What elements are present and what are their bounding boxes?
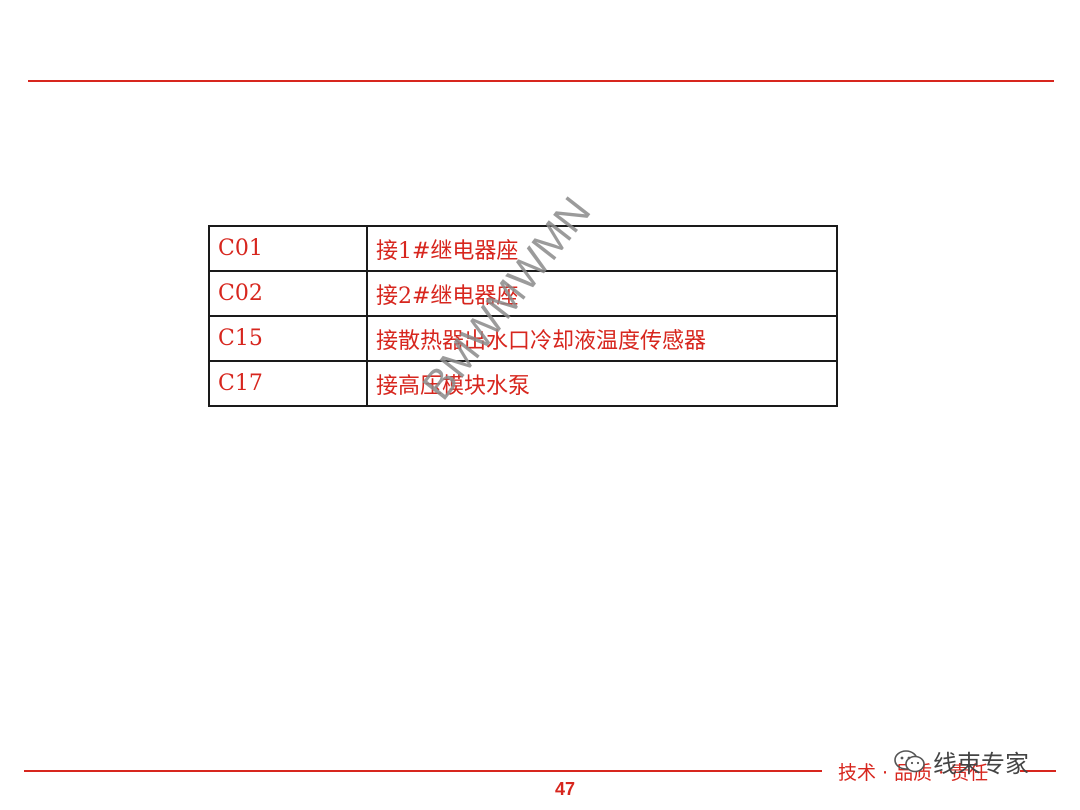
wechat-icon: [893, 748, 927, 776]
page-number: 47: [555, 779, 576, 799]
connector-code: C02: [208, 270, 368, 317]
header-divider: [28, 80, 1054, 82]
table-row: C01 接1#继电器座: [208, 225, 838, 272]
brand-badge: 线束专家: [893, 744, 1029, 779]
table-row: C15 接散热器出水口冷却液温度传感器: [208, 315, 838, 362]
connector-code: C15: [208, 315, 368, 362]
connector-description: 接1#继电器座: [366, 225, 838, 272]
connector-description: 接高压模块水泵: [366, 360, 838, 407]
connector-code: C01: [208, 225, 368, 272]
footer-divider-end: [1020, 770, 1056, 772]
connector-code: C17: [208, 360, 368, 407]
brand-label: 线束专家: [933, 750, 1029, 778]
connector-description: 接2#继电器座: [366, 270, 838, 317]
connector-table: C01 接1#继电器座 C02 接2#继电器座 C15 接散热器出水口冷却液温度…: [208, 225, 838, 407]
footer-slogan: 技术 · 品质 · 责任: [838, 762, 989, 784]
footer-divider: [24, 770, 822, 772]
connector-description: 接散热器出水口冷却液温度传感器: [366, 315, 838, 362]
table-row: C02 接2#继电器座: [208, 270, 838, 317]
table-row: C17 接高压模块水泵: [208, 360, 838, 407]
